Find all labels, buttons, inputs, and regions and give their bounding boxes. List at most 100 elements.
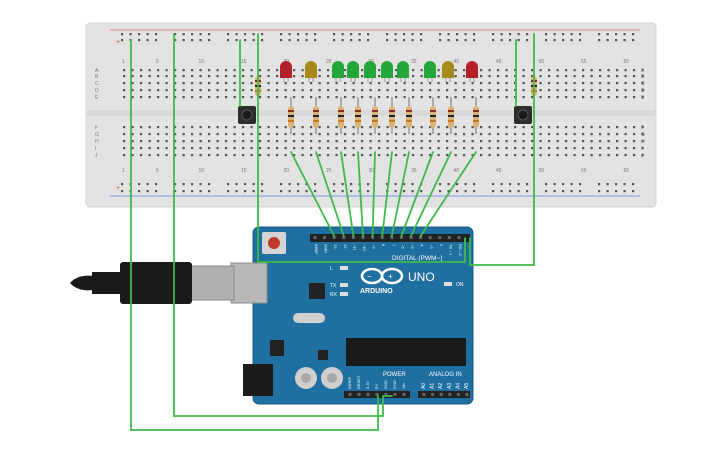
breadboard-hole [361, 133, 364, 136]
analog-pin [422, 393, 426, 396]
breadboard-hole [301, 82, 304, 85]
breadboard-hole [624, 89, 627, 92]
breadboard-hole [140, 75, 143, 78]
breadboard-hole [573, 126, 576, 129]
breadboard-hole [437, 96, 440, 99]
breadboard-hole [318, 75, 321, 78]
digital-pin [351, 236, 355, 239]
breadboard-hole [607, 147, 610, 150]
breadboard-hole [497, 154, 500, 157]
column-number: 25 [326, 168, 332, 174]
breadboard-hole [454, 89, 457, 92]
column-number: 45 [496, 59, 502, 65]
row-letter: E [641, 95, 645, 101]
breadboard-hole [429, 133, 432, 136]
breadboard-hole [488, 133, 491, 136]
breadboard-hole [463, 133, 466, 136]
rail-hole [623, 33, 626, 36]
breadboard-hole [412, 75, 415, 78]
analog-pin-label: A0 [421, 383, 427, 389]
breadboard-hole [293, 126, 296, 129]
breadboard-hole [318, 154, 321, 157]
breadboard-hole [412, 133, 415, 136]
rail-hole [252, 39, 255, 42]
breadboard-hole [386, 89, 389, 92]
atmega-chip [346, 338, 466, 366]
wire-button-right [469, 33, 535, 266]
rail-hole [367, 190, 370, 193]
breadboard-hole [327, 96, 330, 99]
rail-hole [394, 183, 397, 186]
resistor-band [372, 115, 378, 117]
breadboard-hole [505, 147, 508, 150]
column-number: 30 [369, 168, 375, 174]
breadboard-hole [403, 154, 406, 157]
rail-hole [191, 33, 194, 36]
breadboard-hole [352, 154, 355, 157]
breadboard-hole [208, 69, 211, 72]
breadboard-hole [233, 140, 236, 143]
breadboard-hole [216, 82, 219, 85]
breadboard-hole [242, 69, 245, 72]
row-letter: J [95, 153, 98, 159]
rail-hole [288, 190, 291, 193]
breadboard-hole [284, 147, 287, 150]
breadboard-hole [131, 82, 134, 85]
breadboard-hole [437, 89, 440, 92]
breadboard-hole [276, 154, 279, 157]
breadboard-hole [267, 96, 270, 99]
breadboard-hole [293, 147, 296, 150]
breadboard-hole [420, 154, 423, 157]
breadboard-hole [641, 82, 644, 85]
wire [410, 151, 452, 237]
led [364, 61, 376, 82]
breadboard-hole [548, 75, 551, 78]
breadboard-hole [293, 154, 296, 157]
breadboard-hole [386, 96, 389, 99]
row-letter: E [95, 95, 99, 101]
analog-pin-label: A3 [447, 383, 453, 389]
breadboard-hole [310, 154, 313, 157]
breadboard-hole [454, 140, 457, 143]
breadboard-hole [582, 82, 585, 85]
breadboard-hole [403, 140, 406, 143]
breadboard-hole [344, 140, 347, 143]
breadboard-hole [301, 140, 304, 143]
breadboard-hole [250, 126, 253, 129]
breadboard-hole [454, 69, 457, 72]
breadboard-hole [157, 82, 160, 85]
rail-hole [394, 33, 397, 36]
row-letter: I [641, 146, 642, 152]
breadboard-hole [157, 147, 160, 150]
digital-pin [323, 236, 327, 239]
breadboard-hole [395, 96, 398, 99]
breadboard-hole [573, 154, 576, 157]
breadboard-hole [463, 126, 466, 129]
rail-hole [570, 183, 573, 186]
reset-button-cap[interactable] [268, 237, 280, 249]
breadboard-hole [174, 140, 177, 143]
breadboard-hole [361, 89, 364, 92]
breadboard-hole [182, 126, 185, 129]
rail-hole [297, 183, 300, 186]
column-number: 50 [539, 59, 545, 65]
breadboard-hole [267, 140, 270, 143]
rail-hole [244, 39, 247, 42]
breadboard-hole [420, 89, 423, 92]
resistor-band [406, 110, 412, 112]
rail-hole [492, 33, 495, 36]
breadboard-hole [582, 126, 585, 129]
push-button-right[interactable] [514, 106, 532, 124]
breadboard-hole [276, 82, 279, 85]
rail-hole [138, 190, 141, 193]
led-body [347, 61, 359, 78]
push-button-left[interactable] [238, 106, 256, 124]
breadboard-hole [633, 69, 636, 72]
breadboard-hole [454, 154, 457, 157]
breadboard-hole [590, 75, 593, 78]
small-chip [318, 350, 328, 360]
rail-hole [367, 39, 370, 42]
breadboard-hole [165, 96, 168, 99]
rail-hole [297, 39, 300, 42]
